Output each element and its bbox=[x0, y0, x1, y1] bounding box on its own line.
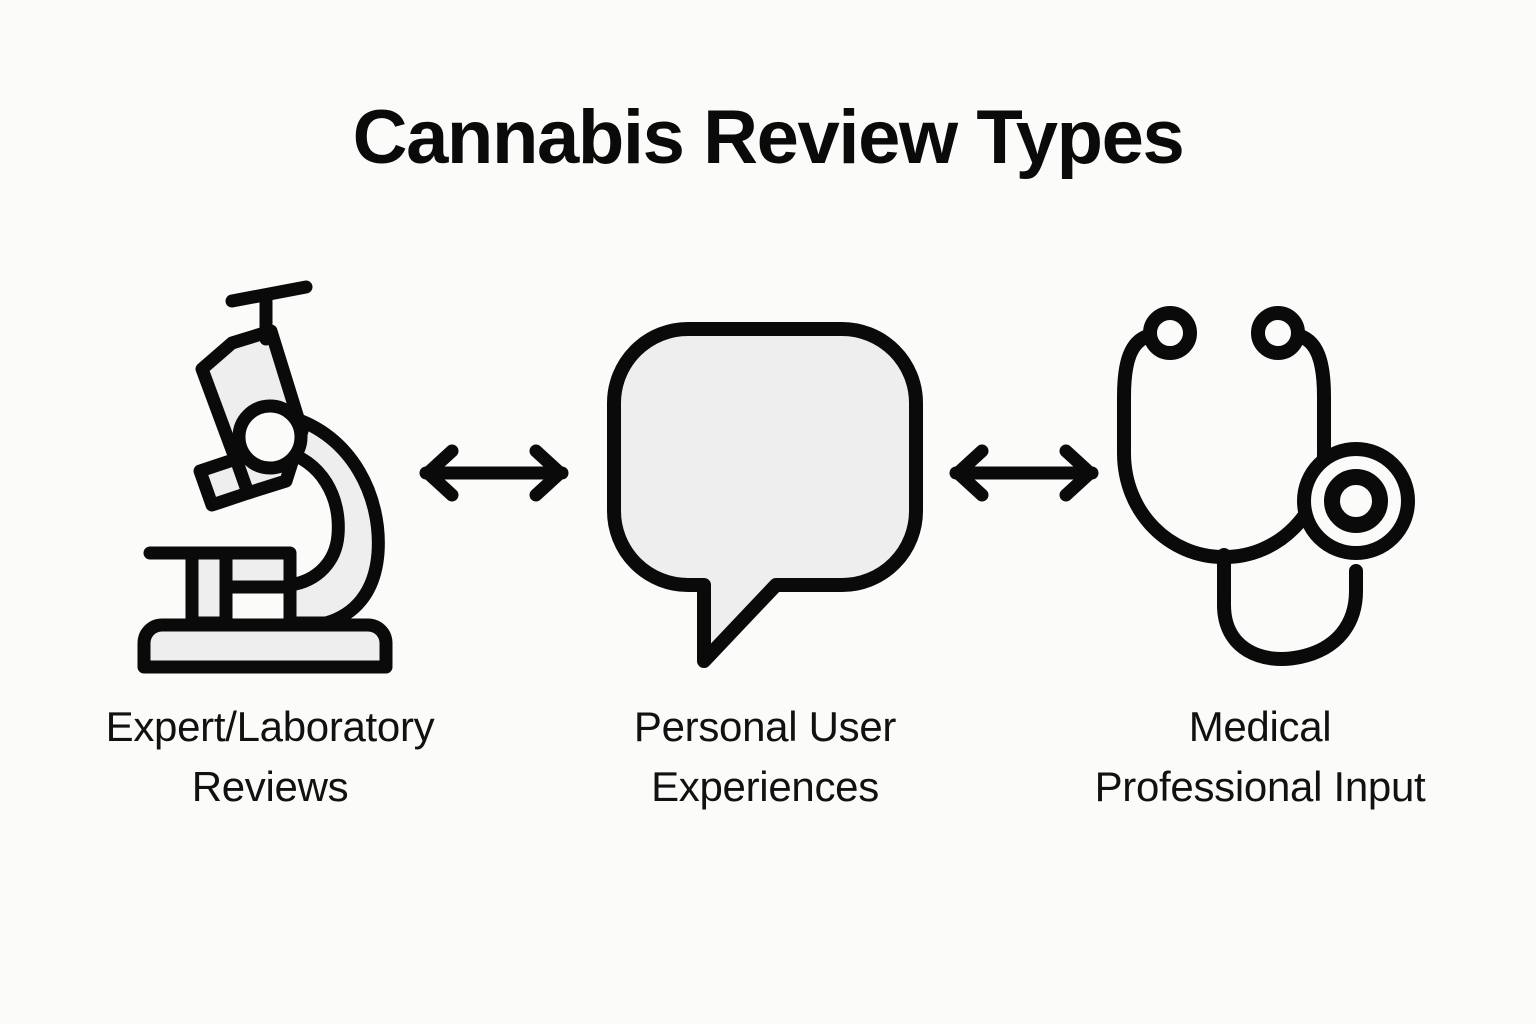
caption-line-2: Reviews bbox=[191, 762, 349, 810]
column-personal-user: Personal User Experiences bbox=[545, 285, 985, 816]
microscope-icon-wrap bbox=[120, 280, 420, 675]
stethoscope-icon bbox=[1117, 306, 1415, 666]
caption-personal-user: Personal User Experiences bbox=[633, 697, 897, 816]
column-medical-professional: Medical Professional Input bbox=[1040, 285, 1480, 816]
connector-arrow-1 bbox=[414, 442, 574, 504]
caption-line-1: Expert/Laboratory bbox=[105, 703, 435, 750]
microscope-lens-ring bbox=[232, 399, 308, 475]
caption-medical-professional: Medical Professional Input bbox=[1095, 697, 1426, 816]
double-arrow-icon bbox=[419, 444, 569, 502]
caption-line-2: Professional Input bbox=[1094, 762, 1426, 810]
caption-line-2: Experiences bbox=[651, 762, 879, 810]
microscope-icon bbox=[137, 280, 393, 674]
caption-line-1: Medical bbox=[1188, 703, 1332, 750]
caption-expert-laboratory: Expert/Laboratory Reviews bbox=[106, 697, 435, 816]
stethoscope-icon-wrap bbox=[1110, 285, 1415, 675]
speech-bubble-icon bbox=[607, 322, 923, 668]
microscope-focus-knob bbox=[225, 280, 313, 308]
stethoscope-earpiece-left bbox=[1143, 306, 1197, 360]
stethoscope-earpiece-right bbox=[1251, 306, 1305, 360]
column-expert-laboratory: Expert/Laboratory Reviews bbox=[50, 280, 490, 816]
stethoscope-chestpiece-inner bbox=[1324, 469, 1388, 533]
speech-bubble-icon-wrap bbox=[607, 285, 923, 675]
page-title: Cannabis Review Types bbox=[352, 95, 1185, 180]
double-arrow-icon bbox=[949, 444, 1099, 502]
connector-arrow-2 bbox=[944, 442, 1104, 504]
caption-line-1: Personal User bbox=[633, 703, 897, 750]
